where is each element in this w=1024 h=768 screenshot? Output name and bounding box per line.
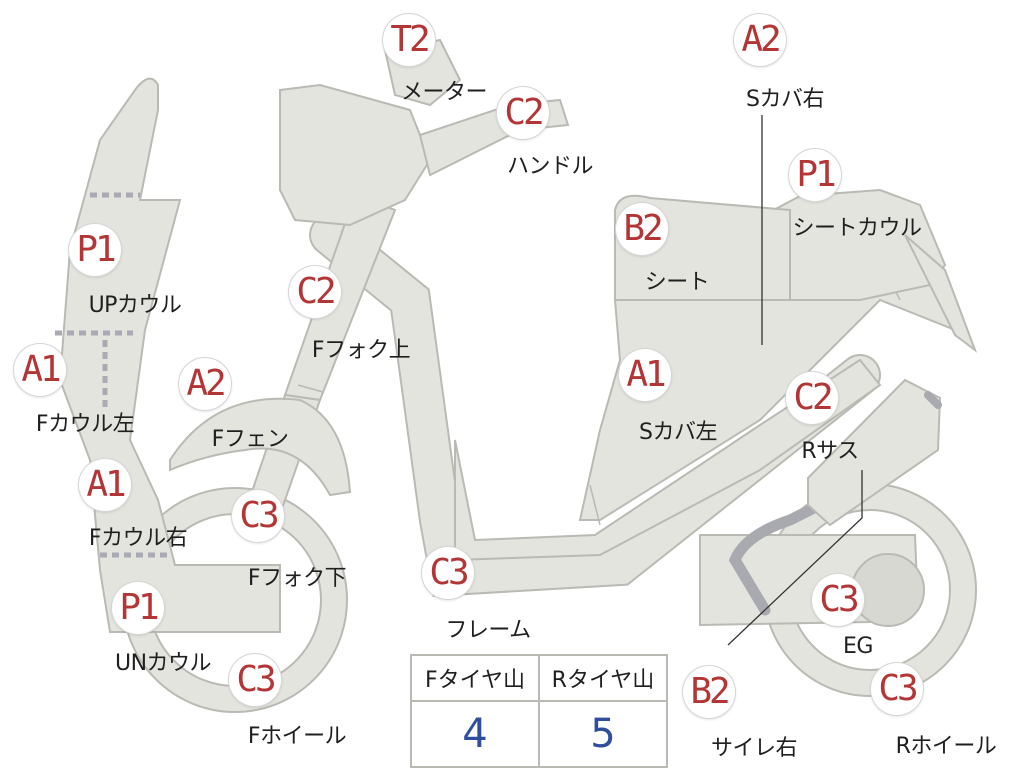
part-label-under-cowl: UNカウル — [114, 651, 212, 676]
part-label-front-cowl-right: Fカウル右 — [88, 526, 188, 551]
grade-badge-front-fender: A2 — [179, 358, 231, 410]
part-label-handle: ハンドル — [506, 154, 594, 179]
tire-tread-header-row: Fタイヤ山 Rタイヤ山 — [410, 654, 668, 702]
grade-badge-meter: T2 — [383, 14, 435, 66]
rear-suspension-shape — [807, 378, 942, 527]
part-label-front-cowl-left: Fカウル左 — [35, 412, 135, 437]
grade-badge-rear-suspension: C2 — [786, 372, 838, 424]
part-label-side-cover-left: Sカバ左 — [639, 420, 717, 445]
part-label-rear-suspension: Rサス — [801, 439, 859, 464]
grade-badge-front-fork-upper: C2 — [289, 266, 341, 318]
front-tire-tread-value: 4 — [410, 700, 540, 768]
rear-tire-tread-value: 5 — [538, 700, 668, 768]
part-label-front-fork-lower: Fフォク下 — [247, 566, 347, 591]
grade-badge-frame: C3 — [422, 547, 474, 599]
grade-badge-handle: C2 — [497, 87, 549, 139]
grade-badge-front-wheel: C3 — [229, 654, 281, 706]
part-label-front-fender: Fフェン — [211, 427, 289, 452]
cowl-dotted-seams — [55, 192, 172, 558]
grade-badge-under-cowl: P1 — [112, 582, 164, 634]
grade-badge-seat-cowl: P1 — [789, 149, 841, 201]
front-tire-tread-header: Fタイヤ山 — [410, 654, 540, 702]
part-label-silencer-right: サイレ右 — [710, 736, 798, 761]
grade-badge-front-cowl-left: A1 — [14, 344, 66, 396]
leader-lines — [727, 115, 863, 646]
part-label-rear-wheel: Rホイール — [895, 734, 997, 759]
seat-cowl-shape — [769, 188, 978, 353]
tire-tread-value-row: 4 5 — [410, 700, 668, 768]
grade-badge-engine: C3 — [812, 574, 864, 626]
grade-badge-rear-wheel: C3 — [871, 663, 923, 715]
part-label-front-wheel: Fホイール — [247, 724, 347, 749]
grade-badge-side-cover-left: A1 — [619, 349, 671, 401]
part-label-side-cover-right: Sカバ右 — [746, 87, 824, 112]
grade-badge-front-fork-lower: C3 — [232, 490, 284, 542]
part-label-seat-cowl: シートカウル — [792, 216, 922, 241]
grade-badge-front-cowl-right: A1 — [79, 459, 131, 511]
tire-tread-table: Fタイヤ山 Rタイヤ山 4 5 — [410, 654, 668, 768]
front-fender-shape — [169, 397, 352, 497]
grade-badge-silencer-right: B2 — [683, 666, 735, 718]
part-label-engine: EG — [843, 634, 873, 659]
grade-badge-side-cover-right: A2 — [734, 14, 786, 66]
grade-badge-up-cowl: P1 — [69, 224, 121, 276]
part-label-up-cowl: UPカウル — [88, 293, 182, 318]
part-label-frame: フレーム — [445, 618, 531, 643]
part-label-front-fork-upper: Fフォク上 — [311, 338, 411, 363]
part-label-meter: メーター — [400, 80, 488, 105]
rear-tire-tread-header: Rタイヤ山 — [538, 654, 668, 702]
part-label-seat: シート — [644, 270, 710, 295]
floor-shape — [454, 358, 882, 562]
grade-badge-seat: B2 — [616, 203, 668, 255]
